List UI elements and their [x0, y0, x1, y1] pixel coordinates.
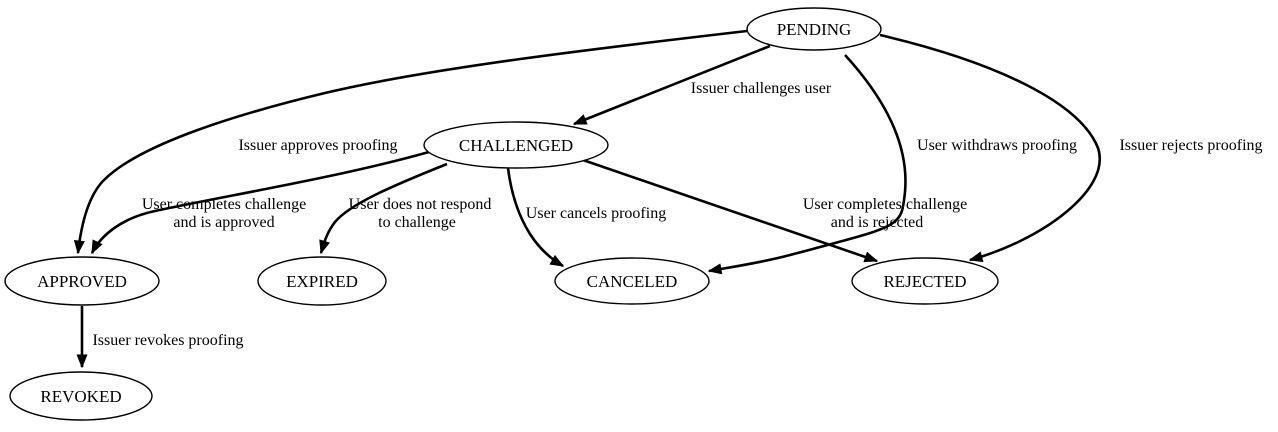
edge-label-user-completes-challenge-approved-line1: User completes challenge [142, 196, 306, 213]
node-pending: PENDING [746, 7, 882, 51]
edge-label-user-completes-challenge-approved-line2: and is approved [173, 214, 274, 231]
node-approved-label: APPROVED [37, 272, 127, 291]
node-revoked: REVOKED [9, 371, 153, 421]
node-expired-shape [257, 256, 387, 306]
edge-label-issuer-approves-proofing: Issuer approves proofing [238, 137, 397, 154]
node-canceled: CANCELED [554, 257, 710, 305]
edge-label-issuer-rejects-proofing: Issuer rejects proofing [1119, 137, 1262, 154]
edge-label-user-completes-challenge-rejected-line1: User completes challenge [803, 196, 967, 213]
node-approved: APPROVED [4, 256, 160, 306]
node-pending-label: PENDING [777, 20, 852, 39]
node-pending-shape [746, 7, 882, 51]
node-revoked-shape [9, 371, 153, 421]
edge-label-issuer-challenges-user: Issuer challenges user [691, 80, 832, 97]
edge-label-user-cancels-proofing: User cancels proofing [526, 205, 666, 222]
edge-challenged-canceled [506, 167, 565, 268]
edge-pending-canceled [707, 54, 907, 275]
node-rejected-label: REJECTED [883, 272, 966, 291]
node-challenged-shape [423, 121, 609, 169]
edge-label-issuer-revokes-proofing: Issuer revokes proofing [92, 332, 243, 349]
edge-pending-challenged [572, 44, 771, 126]
node-rejected-shape [851, 257, 999, 305]
node-expired: EXPIRED [257, 256, 387, 306]
node-canceled-shape [554, 257, 710, 305]
edge-label-user-withdraws-proofing: User withdraws proofing [917, 137, 1077, 154]
edge-label-user-does-not-respond-line1: User does not respond [349, 196, 492, 213]
node-challenged: CHALLENGED [423, 121, 609, 169]
node-canceled-label: CANCELED [587, 272, 678, 291]
node-revoked-label: REVOKED [40, 387, 121, 406]
edge-pending-rejected [879, 33, 1101, 263]
edge-challenged-expired [319, 162, 448, 255]
edge-challenged-approved [90, 150, 430, 255]
node-approved-shape [4, 256, 160, 306]
edge-pending-approved [73, 29, 748, 255]
edge-label-user-does-not-respond-line2: to challenge [378, 214, 456, 231]
node-challenged-label: CHALLENGED [459, 136, 573, 155]
node-expired-label: EXPIRED [286, 272, 358, 291]
edge-challenged-rejected [582, 158, 879, 263]
edge-label-user-completes-challenge-rejected-line2: and is rejected [831, 214, 923, 231]
node-rejected: REJECTED [851, 257, 999, 305]
